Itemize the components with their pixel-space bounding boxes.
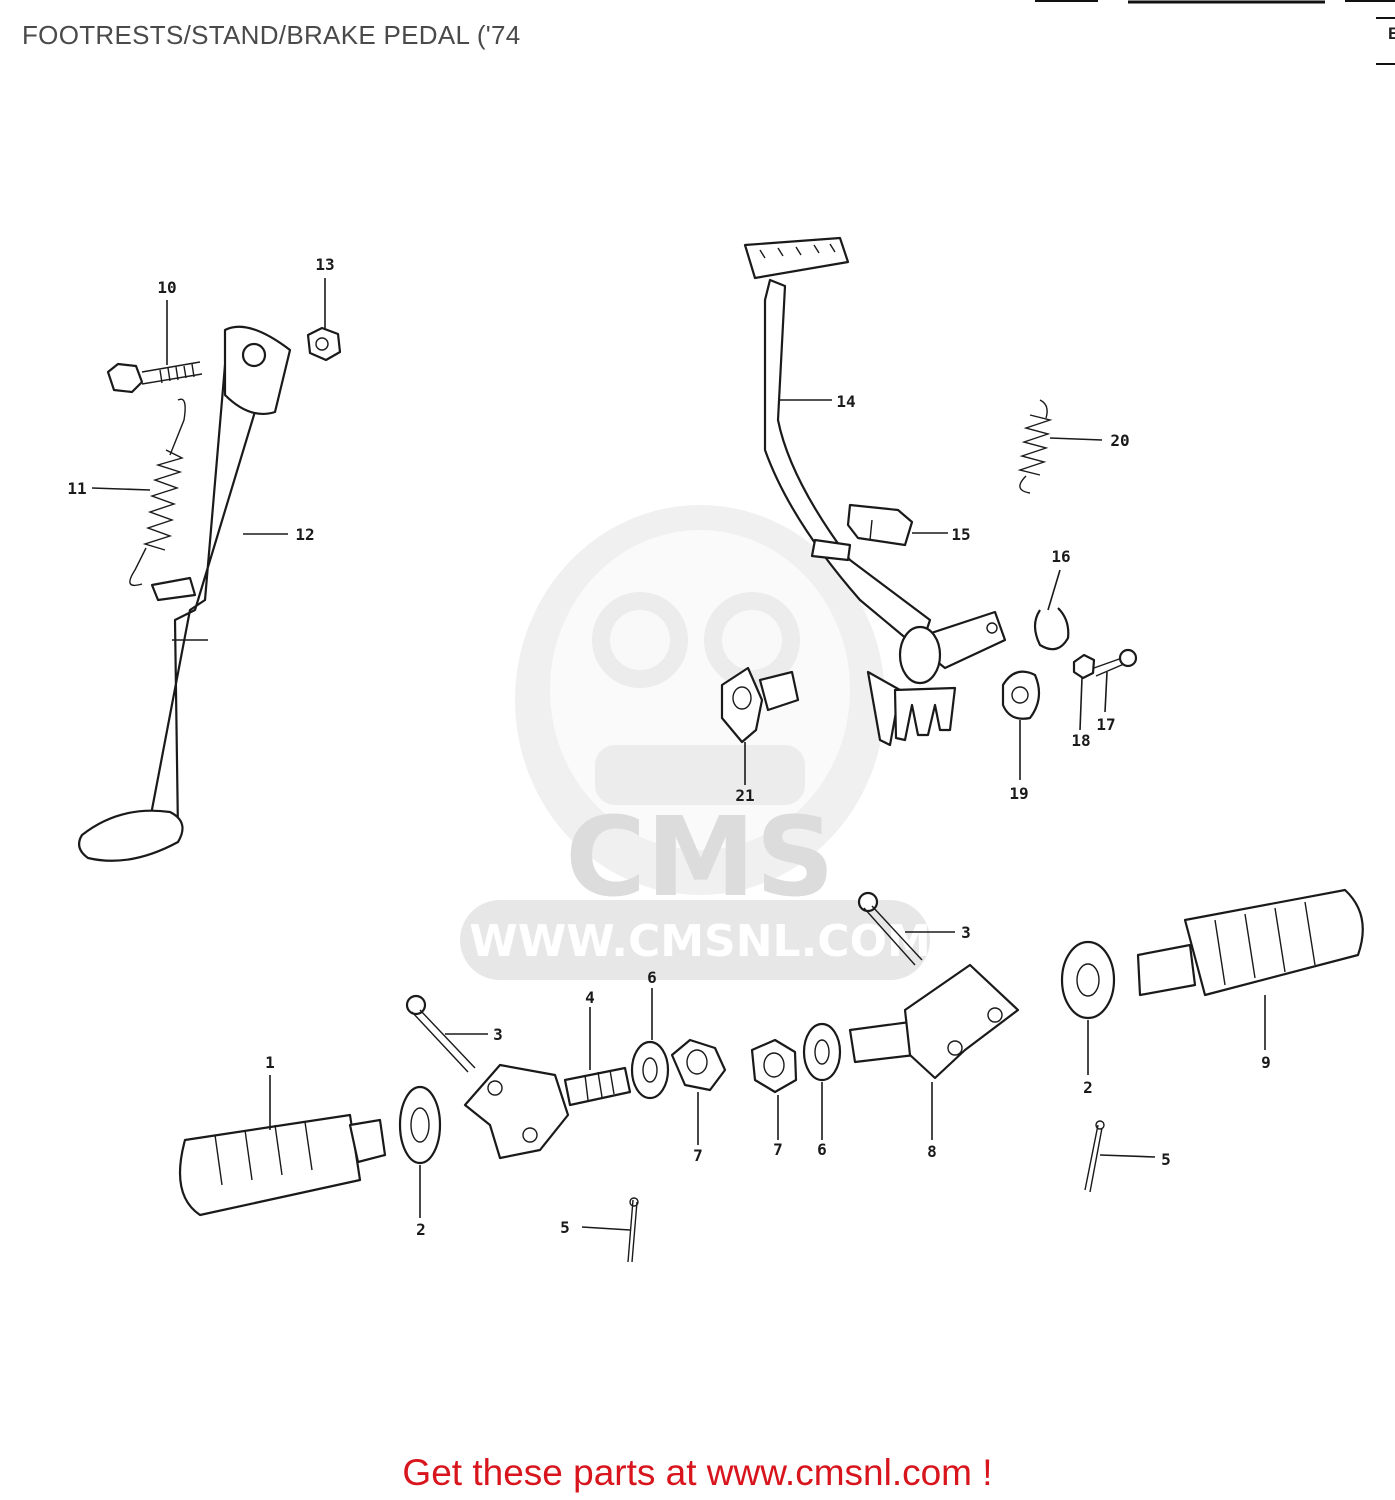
pivot-washer: [1001, 670, 1041, 720]
stand-spring: [129, 398, 197, 602]
side-stand: [77, 325, 292, 862]
callout-14: 14: [836, 392, 855, 411]
right-pin: [857, 891, 923, 966]
callout-6-left: 6: [647, 968, 657, 987]
footer-link-text[interactable]: Get these parts at www.cmsnl.com !: [402, 1452, 993, 1493]
callout-12: 12: [295, 525, 314, 544]
stand-bolt: [106, 361, 203, 394]
corner-frame: [1372, 14, 1395, 66]
callout-13: 13: [315, 255, 334, 274]
snap-ring: [1033, 607, 1070, 651]
right-lock-washer: [802, 1022, 842, 1082]
left-footrest-rubber: [178, 1113, 387, 1217]
callout-8: 8: [927, 1142, 937, 1161]
callout-6-right: 6: [817, 1140, 827, 1159]
callout-9: 9: [1261, 1053, 1271, 1072]
callout-19: 19: [1009, 784, 1028, 803]
callout-10: 10: [157, 278, 176, 297]
right-nut: [750, 1038, 798, 1094]
right-washer: [1060, 940, 1116, 1020]
callout-2-right: 2: [1083, 1078, 1093, 1097]
callout-11: 11: [67, 479, 86, 498]
left-footrest-bolt: [563, 1066, 632, 1107]
leader-lines: [91, 278, 1266, 1231]
top-edge-marks: [1035, 0, 1395, 4]
page-title: FOOTRESTS/STAND/BRAKE PEDAL ('74: [22, 20, 521, 50]
left-lock-washer: [630, 1040, 670, 1100]
callout-20: 20: [1110, 431, 1129, 450]
callout-18: 18: [1071, 731, 1090, 750]
callout-16: 16: [1051, 547, 1070, 566]
right-cotter-pin: [1084, 1120, 1105, 1193]
pedal-return-spring: [1017, 399, 1053, 494]
callout-17: 17: [1096, 715, 1115, 734]
callout-15: 15: [951, 525, 970, 544]
right-footrest-bracket: [848, 963, 1020, 1080]
pivot-shaft: [720, 666, 800, 744]
left-bracket: [463, 1063, 570, 1160]
callout-7-left: 7: [693, 1146, 703, 1165]
adjuster-nut: [1072, 653, 1096, 680]
callout-7-right: 7: [773, 1140, 783, 1159]
watermark-logo: CMS WWW.CMSNL.COM: [460, 505, 931, 980]
left-pin: [405, 994, 476, 1073]
corner-letter: E: [1388, 24, 1395, 43]
left-cotter-pin: [627, 1197, 639, 1263]
callout-1: 1: [265, 1053, 275, 1072]
callout-2-left: 2: [416, 1220, 426, 1239]
stand-nut: [306, 326, 342, 362]
callout-21: 21: [735, 786, 754, 805]
left-washer: [398, 1085, 442, 1165]
watermark-logo-text: CMS: [565, 793, 834, 921]
callout-3-right: 3: [961, 923, 971, 942]
brake-pedal: [743, 236, 1007, 747]
callout-5-left: 5: [560, 1218, 570, 1237]
callout-4: 4: [585, 988, 595, 1007]
callout-labels: 1 2 2 3 3 4 5 5 6 6 7 7 8 9 10 11 12 13 …: [67, 255, 1270, 1239]
adjuster-bolt: [1093, 648, 1138, 677]
callout-3-left: 3: [493, 1025, 503, 1044]
callout-5-right: 5: [1161, 1150, 1171, 1169]
pedal-rubber-pad: [846, 503, 914, 547]
left-nut: [670, 1038, 727, 1092]
right-footrest-rubber: [1136, 888, 1364, 997]
watermark-url-text: WWW.CMSNL.COM: [469, 916, 931, 967]
